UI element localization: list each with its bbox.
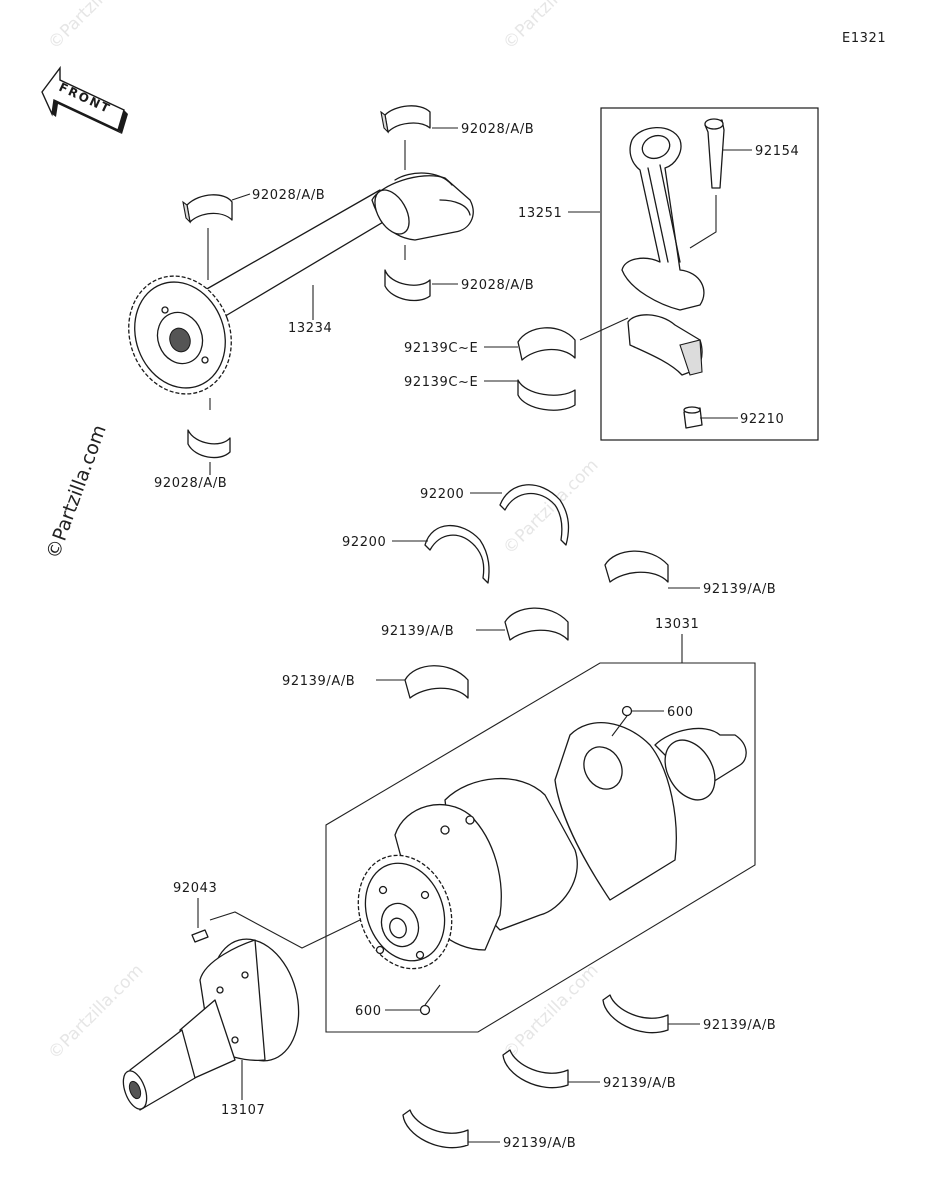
main-bearing-6 [402,1109,469,1149]
rod-bearing-2 [517,379,576,411]
label-13234: 13234 [288,321,332,336]
rod-bolt [704,118,725,189]
label-92139-1: 92139/A/B [703,582,776,597]
label-92139c-1: 92139C~E [404,341,478,356]
watermark-3: ©Partzilla.com [499,455,602,558]
balancer-bearing-1 [380,105,431,134]
balancer-bearing-2 [182,194,233,224]
connecting-rod-box [600,107,819,441]
crankshaft-box [325,634,756,1033]
label-92043: 92043 [173,881,217,896]
label-92154: 92154 [755,144,799,159]
label-92139-5: 92139/A/B [603,1076,676,1091]
watermark-2: ©Partzilla.com [499,0,602,54]
label-92210: 92210 [740,412,784,427]
front-arrow-icon: FRONT [41,65,128,134]
label-92028-c: 92028/A/B [461,278,534,293]
watermark-4: ©Partzilla.com [44,960,147,1063]
label-92139-4: 92139/A/B [703,1018,776,1033]
label-13107: 13107 [221,1103,265,1118]
watermark-5: ©Partzilla.com [499,960,602,1063]
label-92139-3: 92139/A/B [282,674,355,689]
label-92028-a: 92028/A/B [461,122,534,137]
label-600-a: 600 [667,705,694,720]
rotor-shaft [122,938,300,1111]
watermark-1: ©Partzilla.com [44,0,147,54]
balancer-shaft [128,172,474,395]
oil-point-600-a [621,705,633,717]
part-labels: 92028/A/B 92028/A/B 92028/A/B 92028/A/B … [154,122,799,1151]
main-bearing-3 [404,665,469,699]
label-600-b: 600 [355,1004,382,1019]
rod-nut [683,406,703,429]
label-92139-2: 92139/A/B [381,624,454,639]
balancer-bearing-3 [384,269,431,302]
diagram-code: E1321 [842,31,886,46]
main-bearing-4 [602,994,669,1034]
thrust-washer-2 [424,524,490,584]
main-bearing-5 [502,1049,569,1089]
label-92200-b: 92200 [342,535,386,550]
label-13251: 13251 [518,206,562,221]
main-bearing-2 [504,607,569,641]
rod-bearing-1 [517,327,576,361]
balancer-bearing-4 [187,429,231,459]
main-bearing-1 [604,550,669,583]
label-92139c-2: 92139C~E [404,375,478,390]
oil-point-600-b [419,1004,431,1016]
thrust-washer-1 [499,484,570,546]
label-13031: 13031 [655,617,699,632]
label-92200-a: 92200 [420,487,464,502]
connecting-rod [621,127,705,376]
crankshaft [357,722,747,970]
label-92028-b: 92028/A/B [252,188,325,203]
dowel-pin [191,929,209,943]
watermark-main: ©Partzilla.com [42,422,111,562]
label-92028-d: 92028/A/B [154,476,227,491]
label-92139-6: 92139/A/B [503,1136,576,1151]
